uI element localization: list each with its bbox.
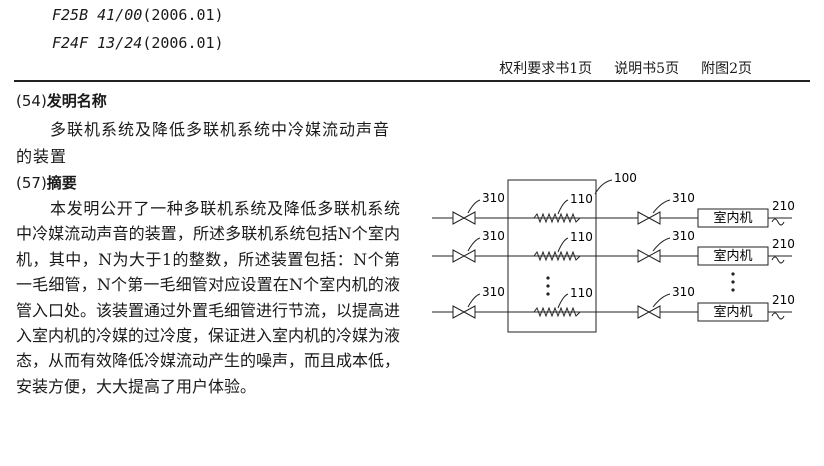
classification-line-2: F24F 13/24(2006.01) bbox=[52, 34, 224, 52]
classification-code: F24F 13/24 bbox=[52, 34, 143, 52]
section-heading: 摘要 bbox=[46, 174, 77, 192]
claims-page-count: 权利要求书1页 bbox=[499, 61, 593, 77]
unit-leader bbox=[771, 312, 785, 320]
valve-icon bbox=[452, 305, 476, 319]
capillary-ellipsis-dot bbox=[546, 284, 550, 288]
capillary-ellipsis-dot bbox=[546, 276, 550, 280]
valve-leader bbox=[652, 237, 671, 252]
indoor-unit-label: 室内机 bbox=[713, 304, 752, 320]
unit-label: 210 bbox=[772, 293, 795, 307]
device-box-leader bbox=[594, 179, 613, 195]
valve-label: 310 bbox=[482, 285, 505, 299]
unit-label: 210 bbox=[772, 199, 795, 213]
valve-leader bbox=[467, 293, 481, 308]
header-divider bbox=[14, 80, 810, 82]
classification-date: (2006.01) bbox=[142, 34, 224, 52]
indoor-unit-box bbox=[697, 246, 769, 266]
capillary-ellipsis-dot bbox=[546, 292, 550, 296]
valve-label: 310 bbox=[672, 229, 695, 243]
valve-icon bbox=[637, 211, 661, 225]
valve-leader bbox=[467, 237, 481, 252]
capillary-icon bbox=[533, 250, 581, 262]
capillary-leader bbox=[557, 293, 569, 309]
capillary-label: 110 bbox=[570, 286, 593, 300]
classification-date: (2006.01) bbox=[142, 6, 224, 24]
diagram-rows: 室内机 310 110 310 210 室内机 310 110 310 210 室内机 310 110 3… bbox=[432, 191, 795, 322]
unit-label: 210 bbox=[772, 237, 795, 251]
valve-leader bbox=[652, 293, 671, 308]
capillary-icon bbox=[533, 212, 581, 224]
unit-leader bbox=[771, 218, 785, 226]
unit-leader bbox=[771, 256, 785, 264]
capillary-label: 110 bbox=[570, 230, 593, 244]
capillary-label: 110 bbox=[570, 192, 593, 206]
section-heading: 发明名称 bbox=[46, 92, 107, 110]
title-section-heading: (54)发明名称 bbox=[16, 90, 107, 111]
valve-label: 310 bbox=[482, 191, 505, 205]
abstract-text: 本发明公开了一种多联机系统及降低多联机系统中冷媒流动声音的装置，所述多联机系统包… bbox=[16, 199, 401, 396]
valve-icon bbox=[637, 305, 661, 319]
valve-leader bbox=[467, 199, 481, 214]
valve-icon bbox=[452, 211, 476, 225]
drawings-page-count: 附图2页 bbox=[701, 61, 752, 77]
description-page-count: 说明书5页 bbox=[614, 61, 680, 77]
capillary-leader bbox=[557, 237, 569, 253]
indoor-unit-label: 室内机 bbox=[713, 210, 752, 226]
unit-ellipsis-dot bbox=[731, 272, 735, 276]
classification-line-1: F25B 41/00(2006.01) bbox=[52, 6, 224, 24]
capillary-leader bbox=[557, 199, 569, 215]
indoor-unit-box bbox=[697, 302, 769, 322]
section-number: (57) bbox=[16, 174, 47, 192]
unit-ellipsis-dot bbox=[731, 288, 735, 292]
page-count-summary: 权利要求书1页 说明书5页 附图2页 bbox=[477, 58, 752, 78]
invention-title: 多联机系统及降低多联机系统中冷媒流动声音的装置 bbox=[16, 120, 391, 166]
indoor-unit-label: 室内机 bbox=[713, 248, 752, 264]
valve-label: 310 bbox=[672, 191, 695, 205]
section-number: (54) bbox=[16, 92, 47, 110]
unit-ellipsis-dot bbox=[731, 280, 735, 284]
indoor-unit-box bbox=[697, 208, 769, 228]
valve-icon bbox=[452, 249, 476, 263]
valve-icon bbox=[637, 249, 661, 263]
valve-leader bbox=[652, 199, 671, 214]
device-box-label: 100 bbox=[614, 171, 637, 185]
classification-code: F25B 41/00 bbox=[52, 6, 143, 24]
abstract-section-heading: (57)摘要 bbox=[16, 172, 77, 193]
capillary-icon bbox=[533, 306, 581, 318]
system-diagram: 100 室内机 310 110 310 210 室内机 310 110 310 210 室内机 310… bbox=[432, 171, 795, 333]
valve-label: 310 bbox=[672, 285, 695, 299]
valve-label: 310 bbox=[482, 229, 505, 243]
